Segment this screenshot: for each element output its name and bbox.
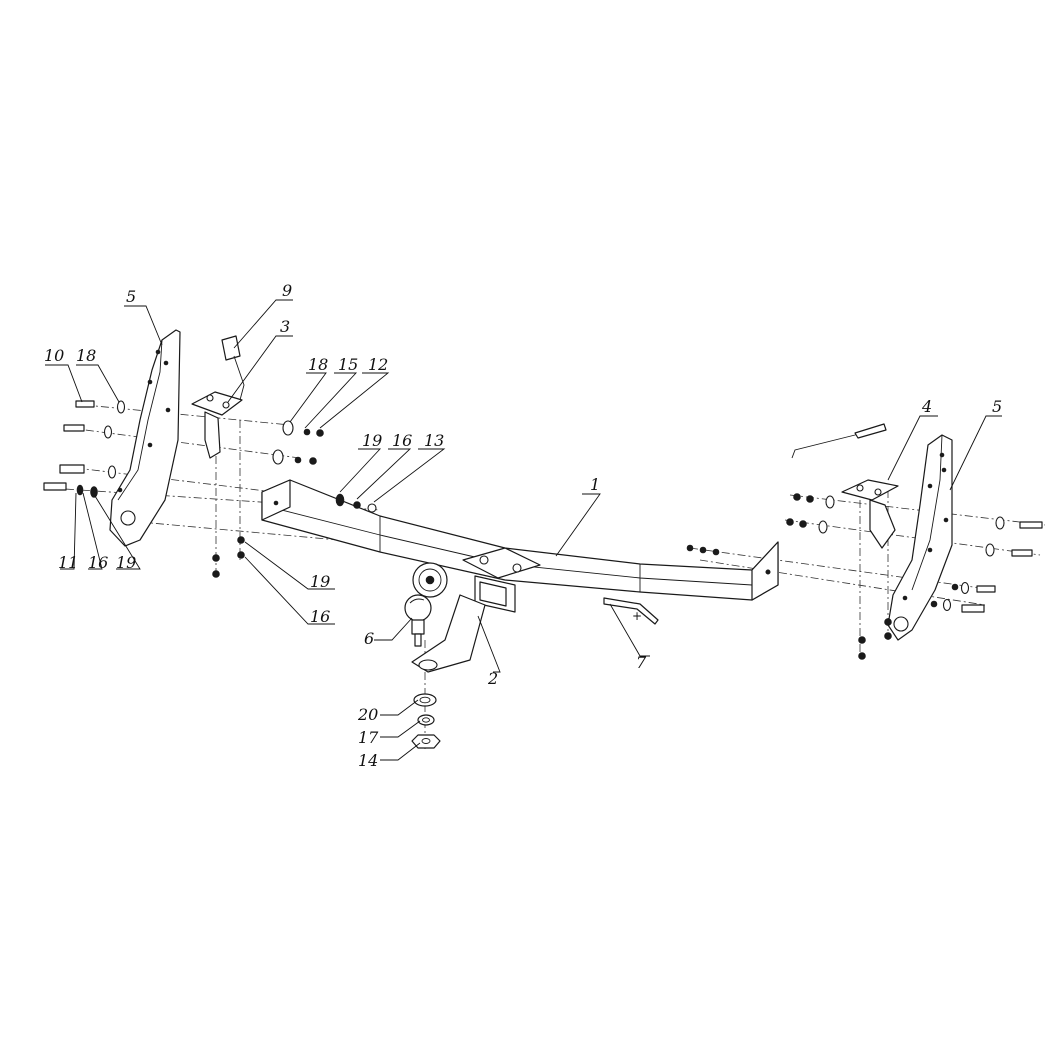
callout-13: 13 xyxy=(424,431,444,450)
callout-18-b: 18 xyxy=(308,355,328,374)
leader-lines xyxy=(45,299,1002,761)
left-fasteners xyxy=(43,400,377,578)
polarity-mark: + xyxy=(632,609,642,623)
left-mount-plate xyxy=(191,335,245,459)
callout-6: 6 xyxy=(364,629,374,648)
callout-4: 4 xyxy=(921,397,932,416)
callout-18-a: 18 xyxy=(76,346,96,365)
callout-10: 10 xyxy=(44,346,64,365)
callout-7: 7 xyxy=(636,653,647,672)
callout-19-c: 19 xyxy=(362,431,382,450)
tow-ball xyxy=(404,594,432,647)
right-side-bracket xyxy=(887,434,953,641)
callout-11: 11 xyxy=(58,553,78,572)
left-side-bracket xyxy=(109,329,181,547)
callout-14: 14 xyxy=(358,751,378,770)
callout-1: 1 xyxy=(590,475,600,494)
callout-20: 20 xyxy=(357,705,378,724)
callout-5-left: 5 xyxy=(126,287,136,306)
callout-9: 9 xyxy=(282,281,292,300)
right-mount-plate xyxy=(791,423,899,549)
callout-16-c: 16 xyxy=(392,431,412,450)
callout-19-a: 19 xyxy=(116,553,136,572)
right-fasteners xyxy=(686,493,1043,660)
ball-hardware xyxy=(411,693,441,749)
callout-12: 12 xyxy=(368,355,388,374)
callout-17: 17 xyxy=(358,728,379,747)
ball-mount xyxy=(411,547,541,673)
callout-3: 3 xyxy=(280,317,290,336)
callout-labels: 1 2 3 4 5 5 6 7 9 10 11 12 13 14 15 16 1… xyxy=(44,281,1002,770)
callout-16-a: 16 xyxy=(88,553,108,572)
callout-16-b: 16 xyxy=(310,607,330,626)
callout-15: 15 xyxy=(338,355,358,374)
socket-bracket: + xyxy=(603,597,659,625)
callout-19-b: 19 xyxy=(310,572,330,591)
callout-5-right: 5 xyxy=(992,397,1002,416)
callout-2: 2 xyxy=(487,669,498,688)
